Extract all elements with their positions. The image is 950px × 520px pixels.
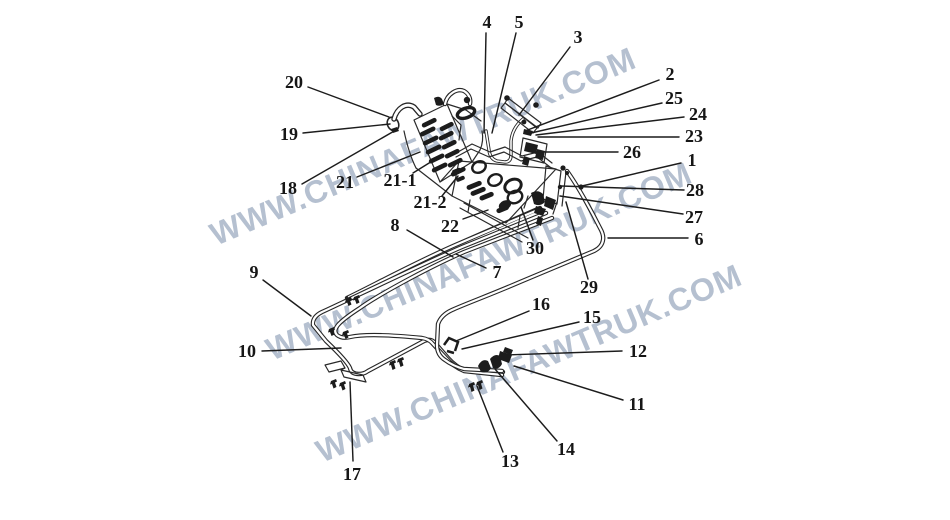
svg-text:2: 2 [666, 64, 675, 84]
svg-text:6: 6 [695, 229, 704, 249]
svg-text:24: 24 [689, 104, 707, 124]
svg-text:28: 28 [686, 180, 704, 200]
svg-text:29: 29 [580, 277, 598, 297]
svg-text:27: 27 [685, 207, 703, 227]
svg-text:21-2: 21-2 [414, 192, 447, 212]
svg-text:1: 1 [688, 150, 697, 170]
svg-text:9: 9 [250, 262, 259, 282]
svg-text:5: 5 [515, 12, 524, 32]
svg-text:20: 20 [285, 72, 303, 92]
svg-text:14: 14 [557, 439, 575, 459]
svg-text:25: 25 [665, 88, 683, 108]
svg-text:11: 11 [628, 394, 645, 414]
svg-text:15: 15 [583, 307, 601, 327]
svg-text:23: 23 [685, 126, 703, 146]
svg-text:19: 19 [280, 124, 298, 144]
svg-text:17: 17 [343, 464, 361, 484]
svg-text:30: 30 [526, 238, 544, 258]
svg-text:7: 7 [493, 262, 502, 282]
svg-text:18: 18 [279, 178, 297, 198]
svg-text:16: 16 [532, 294, 550, 314]
svg-text:13: 13 [501, 451, 519, 471]
svg-text:26: 26 [623, 142, 641, 162]
svg-text:21-1: 21-1 [384, 170, 417, 190]
svg-text:4: 4 [483, 12, 492, 32]
svg-text:8: 8 [391, 215, 400, 235]
svg-text:12: 12 [629, 341, 647, 361]
svg-text:3: 3 [574, 27, 583, 47]
svg-text:21: 21 [336, 172, 354, 192]
svg-text:22: 22 [441, 216, 459, 236]
svg-text:10: 10 [238, 341, 256, 361]
